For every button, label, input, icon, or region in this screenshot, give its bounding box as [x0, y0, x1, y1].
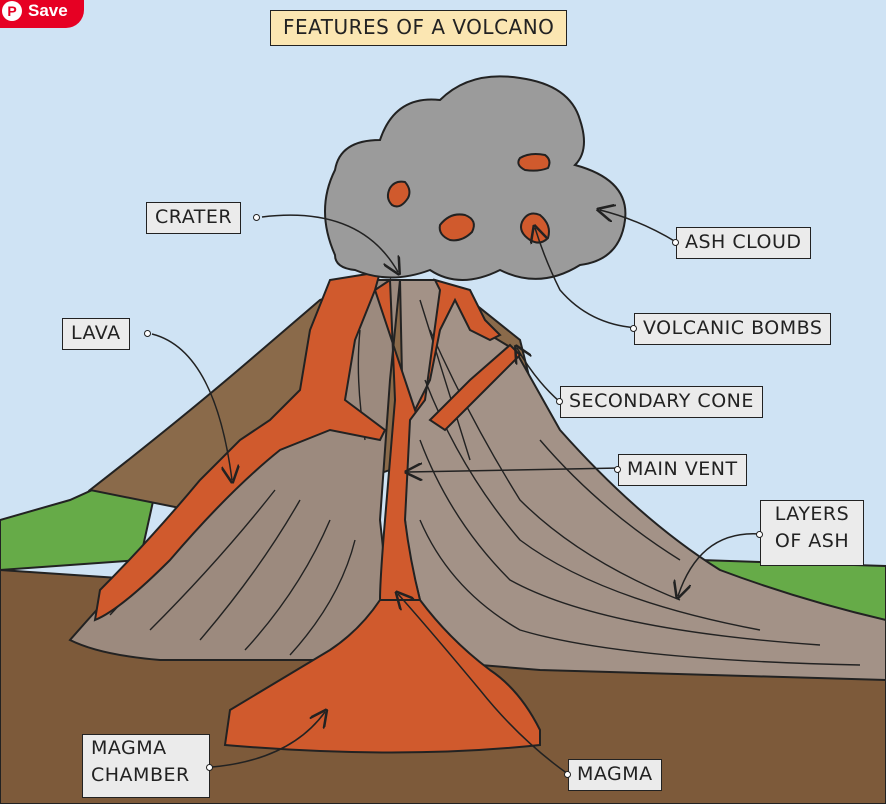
pointer-dot — [614, 466, 621, 473]
pointer-lines — [151, 210, 761, 775]
pointer-dot — [630, 325, 637, 332]
pointer-dot — [253, 214, 260, 221]
ash-cloud-shape — [324, 75, 627, 281]
lava-flow — [93, 270, 387, 622]
label-ash-cloud: ASH CLOUD — [676, 227, 811, 259]
save-button[interactable]: P Save — [0, 0, 84, 28]
diagram-title: FEATURES OF A VOLCANO — [270, 10, 568, 46]
magma-chamber-shape — [223, 559, 541, 754]
label-main-vent: MAIN VENT — [618, 454, 747, 486]
label-magma: MAGMA — [568, 759, 662, 791]
label-lava: LAVA — [62, 318, 130, 350]
save-button-label: Save — [28, 1, 68, 20]
pointer-dot — [756, 531, 763, 538]
pinterest-icon: P — [2, 1, 22, 21]
label-volcanic-bombs: VOLCANIC BOMBS — [634, 313, 832, 345]
label-magma-chamber: MAGMA CHAMBER — [82, 734, 210, 798]
label-crater: CRATER — [146, 202, 242, 234]
main-vent-shape — [373, 278, 502, 601]
pointer-dot — [144, 330, 151, 337]
cone-right — [398, 279, 886, 682]
label-layers-of-ash: LAYERS OF ASH — [760, 500, 864, 566]
pointer-dot — [564, 771, 571, 778]
pointer-dot — [206, 764, 213, 771]
pointer-dot — [672, 239, 679, 246]
pointer-dot — [556, 398, 563, 405]
label-secondary-cone: SECONDARY CONE — [560, 386, 763, 418]
